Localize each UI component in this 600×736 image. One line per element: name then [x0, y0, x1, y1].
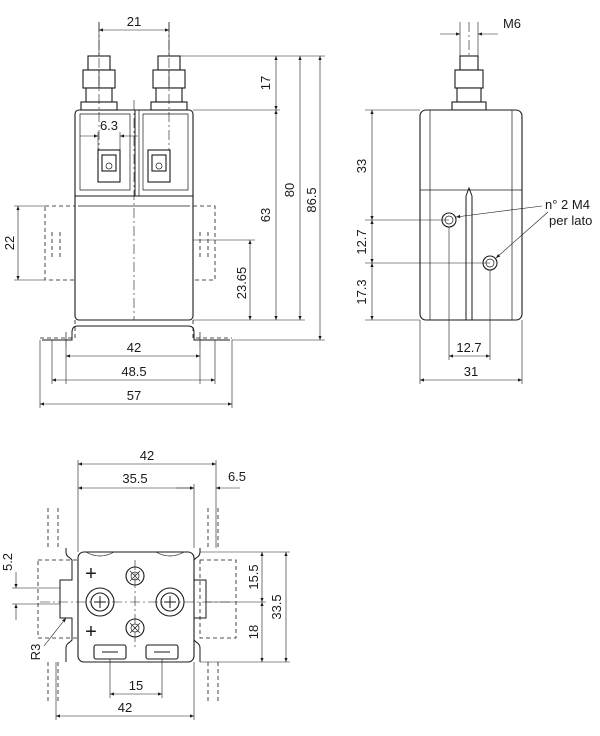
dim-42-front: 42 [127, 340, 141, 355]
side-view: M6 33 12.7 17.3 12.7 31 n° 2 M4 per lato [354, 16, 592, 384]
note-m4-line1: n° 2 M4 [545, 197, 590, 212]
plus-sign-top: + [85, 563, 97, 585]
dim-22: 22 [2, 236, 17, 250]
dim-21: 21 [127, 14, 141, 29]
bottom-view: + + 42 35.5 6.5 5.2 [0, 448, 290, 720]
dim-33: 33 [354, 159, 369, 173]
dim-5-2: 5.2 [0, 553, 15, 571]
dim-6-5: 6.5 [228, 469, 246, 484]
dim-35-5: 35.5 [122, 471, 147, 486]
dim-42-top: 42 [140, 448, 154, 463]
dim-12-7-horizontal: 12.7 [456, 340, 481, 355]
dim-80: 80 [282, 183, 297, 197]
dim-42-bottom: 42 [118, 700, 132, 715]
faston-slot-left [93, 644, 127, 660]
dim-86-5: 86.5 [304, 187, 319, 212]
faston-slot-right [145, 644, 179, 660]
dim-17: 17 [258, 76, 273, 90]
dim-m6: M6 [503, 16, 521, 31]
faston-tab-left [97, 149, 121, 183]
dim-6-3: 6.3 [100, 118, 118, 133]
dim-12-7-vertical: 12.7 [354, 229, 369, 254]
dim-48-5: 48.5 [121, 364, 146, 379]
faston-tab-right [147, 149, 171, 183]
dim-63: 63 [258, 208, 273, 222]
dim-33-5: 33.5 [269, 594, 284, 619]
plus-sign-bottom: + [85, 621, 97, 643]
front-view: 21 6.3 22 17 63 80 86.5 23.65 [2, 14, 325, 408]
dim-23-65: 23.65 [234, 267, 249, 300]
note-m4-line2: per lato [549, 213, 592, 228]
dim-15-5: 15.5 [246, 564, 261, 589]
dim-57: 57 [127, 388, 141, 403]
dim-r3: R3 [28, 644, 43, 661]
dim-18: 18 [246, 625, 261, 639]
dim-17-3: 17.3 [354, 279, 369, 304]
dim-15: 15 [129, 678, 143, 693]
dim-31: 31 [464, 364, 478, 379]
